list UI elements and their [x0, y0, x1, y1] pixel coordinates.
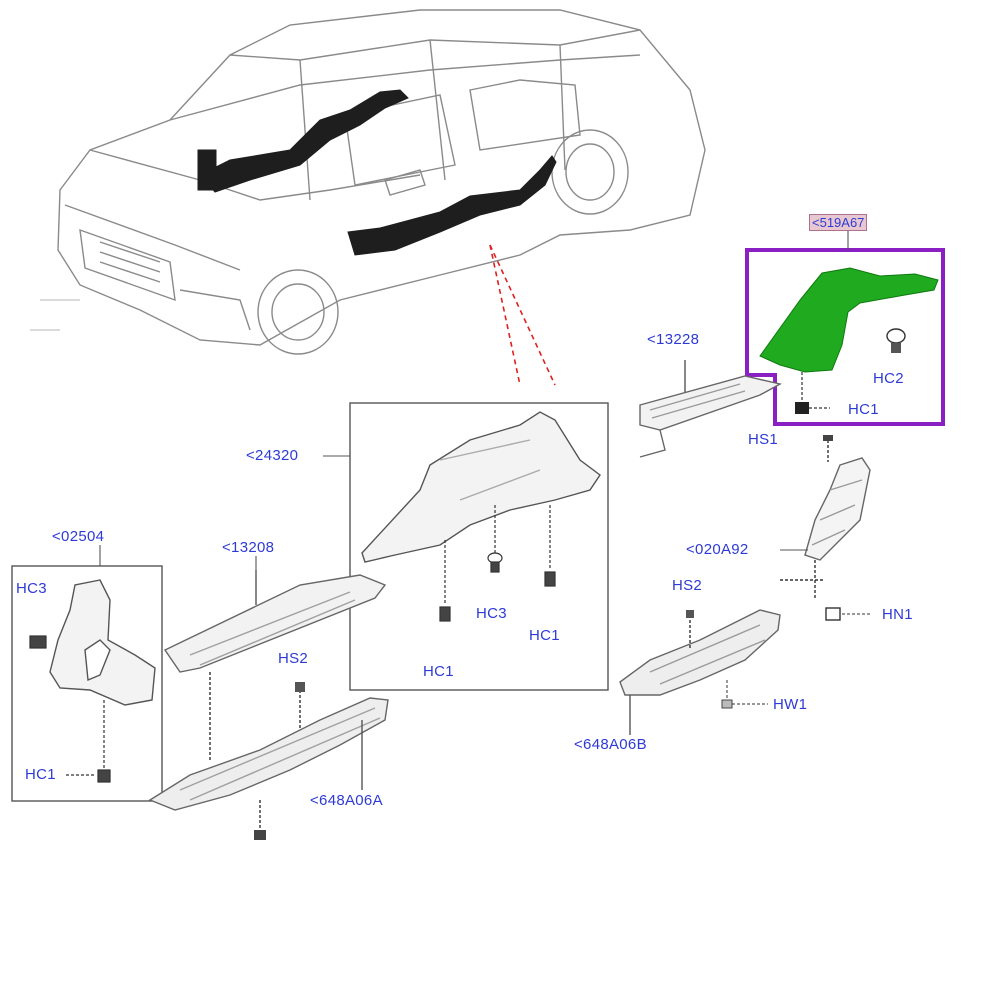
fastener-label-hc3-mid: HC3	[476, 605, 507, 622]
washer-icon	[721, 680, 768, 709]
clip-icon	[795, 372, 830, 414]
vehicle-trim-highlight	[197, 89, 557, 256]
fastener-label-hs2-left: HS2	[278, 650, 309, 667]
label-leaders	[99, 231, 849, 570]
inset-frame-02504	[11, 565, 163, 802]
fastener-label-hc3-left: HC3	[16, 580, 47, 597]
inset-fasteners-left	[29, 635, 111, 783]
fastener-label-hs2-right: HS2	[672, 577, 703, 594]
highlight-frame	[745, 248, 945, 426]
fastener-label-hc1-mid-left: HC1	[423, 663, 454, 680]
part-label-13208: <13208	[222, 539, 275, 556]
part-label-020A92: <020A92	[686, 541, 749, 558]
part-label-648A06A: <648A06A	[310, 792, 383, 809]
leader-lines	[489, 244, 556, 386]
part-020A92-bracket	[780, 435, 871, 600]
part-13208-sill	[163, 570, 387, 760]
clip-icon	[886, 328, 906, 353]
fastener-label-hc1-top: HC1	[848, 401, 879, 418]
part-label-02504: <02504	[52, 528, 105, 545]
part-label-519A67: <519A67	[809, 214, 868, 231]
fastener-label-hc2: HC2	[873, 370, 904, 387]
inset-fasteners	[439, 505, 556, 622]
part-648A06B-tray	[619, 609, 781, 735]
vehicle-outline-icon	[30, 9, 706, 355]
nut-icon	[825, 607, 872, 621]
part-13228-sill	[639, 360, 782, 458]
part-label-648A06B: <648A06B	[574, 736, 647, 753]
fastener-label-hc1-left: HC1	[25, 766, 56, 783]
part-648A06A-tray	[148, 682, 389, 840]
fastener-label-hw1: HW1	[773, 696, 808, 713]
inset-frame-24320	[349, 402, 609, 691]
fastener-label-hc1-mid-right: HC1	[529, 627, 560, 644]
part-24320-trim	[361, 411, 601, 563]
part-label-24320: <24320	[246, 447, 299, 464]
fastener-label-hn1: HN1	[882, 606, 913, 623]
highlighted-trim-part	[759, 267, 939, 373]
part-label-13228: <13228	[647, 331, 700, 348]
fastener-label-hs1: HS1	[748, 431, 779, 448]
part-02504-trim	[49, 579, 156, 706]
